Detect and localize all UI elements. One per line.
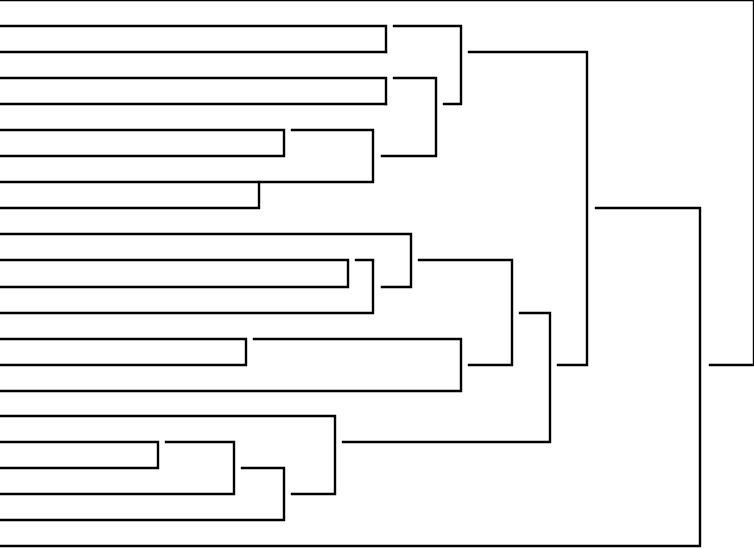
link-leaf-11 [0,258,375,315]
link-leaf-09 [0,232,413,289]
link-leaf-02 [0,24,388,54]
link-leaf-14 [0,414,337,496]
merge-connector-b [380,76,438,158]
link-leaf-04 [0,76,388,106]
merge-connector-a [392,24,463,106]
link-leaf-18 [0,206,702,548]
link-leaf-17 [0,466,286,522]
link-leaf-10 [0,258,350,289]
merge-connector-c [467,50,589,367]
merge-connector-d [417,258,514,367]
link-leaf-13 [0,337,463,393]
merge-connector-e [341,311,552,444]
link-leaf-12 [0,337,248,367]
link-leaf-01 [0,0,754,367]
link-leaf-06 [0,128,286,158]
link-leaf-07 [0,128,375,184]
link-leaf-15 [0,440,160,470]
link-leaf-08 [0,180,261,210]
link-leaf-16 [0,440,236,496]
